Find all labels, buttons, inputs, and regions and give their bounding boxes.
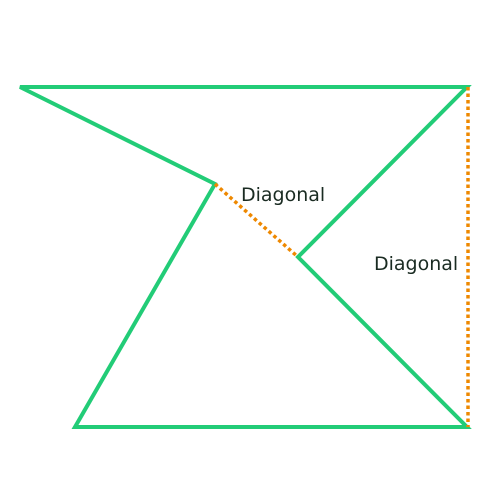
- inner-diagonal-label: Diagonal: [241, 184, 325, 206]
- outer-diagonal-label: Diagonal: [374, 253, 458, 275]
- inner-diagonal-line: [213, 182, 300, 259]
